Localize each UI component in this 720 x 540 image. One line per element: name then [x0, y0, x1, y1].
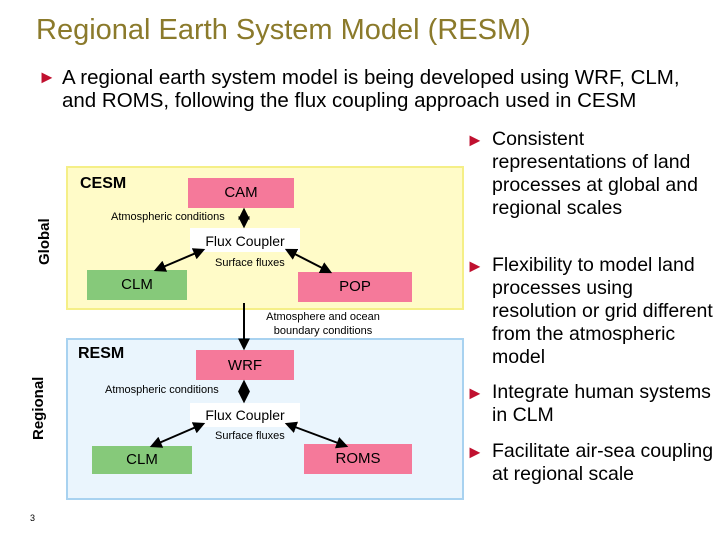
bullet-triangle-icon: ► [466, 383, 484, 403]
regional-roms-coupler-arrow [284, 421, 349, 449]
wrf-box: WRF [196, 350, 294, 380]
bullet-3: ►Integrate human systems in CLM [466, 381, 711, 426]
boundary-conditions-label: Atmosphere and ocean boundary conditions [266, 311, 380, 337]
regional-surface-fluxes: Surface fluxes [215, 430, 285, 442]
global-atm-conditions: Atmospheric conditions [111, 211, 225, 223]
bullet-triangle-icon: ► [38, 67, 56, 87]
regional-atm-conditions: Atmospheric conditions [105, 384, 219, 396]
bullet-1: ►Consistent representations of land proc… [466, 128, 698, 219]
bullet-4: ►Facilitate air-sea coupling at regional… [466, 440, 714, 485]
pop-box: POP [298, 272, 412, 302]
global-clm-coupler-arrow [153, 248, 206, 272]
regional-clm-coupler-arrow [149, 422, 206, 448]
global-surface-fluxes: Surface fluxes [215, 257, 285, 269]
cesm-label: CESM [80, 175, 127, 192]
bullet-triangle-icon: ► [466, 442, 484, 462]
global-pop-coupler-arrow [284, 248, 333, 274]
bullet-triangle-icon: ► [466, 130, 484, 150]
cam-box: CAM [188, 178, 294, 208]
regional-clm-box: CLM [92, 446, 192, 474]
bullet-triangle-icon: ► [466, 256, 484, 276]
intro-text: A regional earth system model is being d… [62, 66, 680, 112]
page-number: 3 [30, 513, 36, 523]
regional-flux-coupler-box: Flux Coupler [190, 403, 300, 427]
global-clm-box: CLM [87, 270, 187, 300]
bullet-2: ►Flexibility to model land processes usi… [466, 254, 713, 368]
slide-title: Regional Earth System Model (RESM) [36, 14, 531, 46]
roms-box: ROMS [304, 444, 412, 474]
global-flux-coupler-box: Flux Coupler [190, 228, 300, 252]
resm-label: RESM [78, 345, 125, 362]
